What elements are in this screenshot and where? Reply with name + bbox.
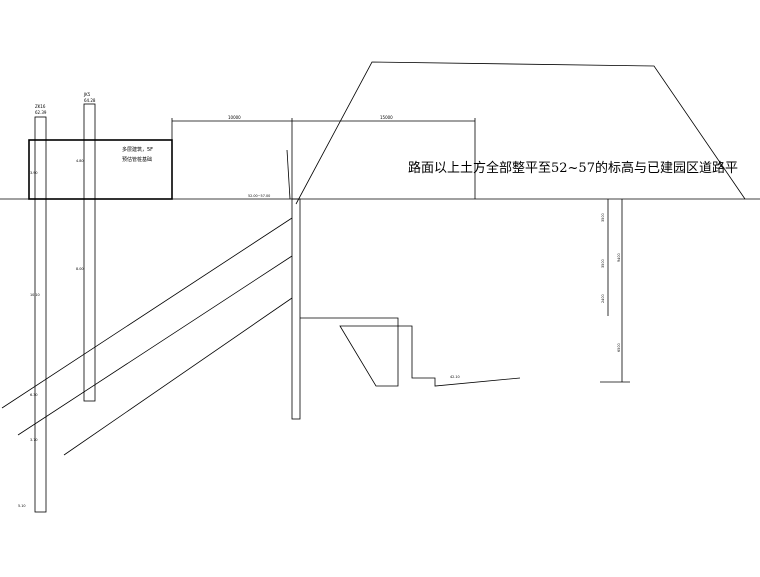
- slope-profile: [295, 61, 746, 205]
- borehole-zk16: [34, 116, 47, 513]
- dim-right: 15000: [380, 115, 393, 120]
- right-dim-5: 6500: [617, 343, 621, 352]
- title-note: 路面以上土方全部整平至52~57的标高与已建园区道路平: [408, 160, 738, 176]
- zk16-name: ZK16: [35, 104, 46, 109]
- retaining-pile: [291, 198, 301, 420]
- depth-left-1: 3.90: [30, 171, 38, 175]
- building-note-2: 预估管桩基础: [122, 156, 152, 163]
- depth-right-2: 8.00: [76, 267, 84, 271]
- building-note-1: 多层建筑，5F: [122, 146, 153, 153]
- right-dim-1: 3500: [601, 213, 605, 222]
- zk16-elev: 62.39: [35, 110, 47, 115]
- depth-left-4: 3.70: [30, 438, 38, 442]
- right-dim-2: 3500: [601, 259, 605, 268]
- base-elev: 42.10: [450, 375, 460, 379]
- jk5-name: JK5: [83, 92, 91, 97]
- anchor-3: [63, 297, 293, 456]
- borehole-jk5: [83, 103, 96, 402]
- depth-left-3: 6.30: [30, 393, 38, 397]
- dim-left: 10000: [228, 115, 241, 120]
- excavation-profile: [300, 317, 521, 387]
- jk5-elev: 64.28: [84, 98, 96, 103]
- anchor-1: [1, 217, 293, 409]
- right-dim-4: 9400: [617, 253, 621, 262]
- depth-left-2: 10.10: [30, 293, 40, 297]
- depth-left-5: 5.10: [18, 504, 26, 508]
- right-dim-3: 2400: [601, 294, 605, 303]
- anchor-2: [17, 255, 293, 436]
- depth-right-1: 4.80: [76, 159, 84, 163]
- crown-elev: 52.00~57.00: [248, 194, 270, 198]
